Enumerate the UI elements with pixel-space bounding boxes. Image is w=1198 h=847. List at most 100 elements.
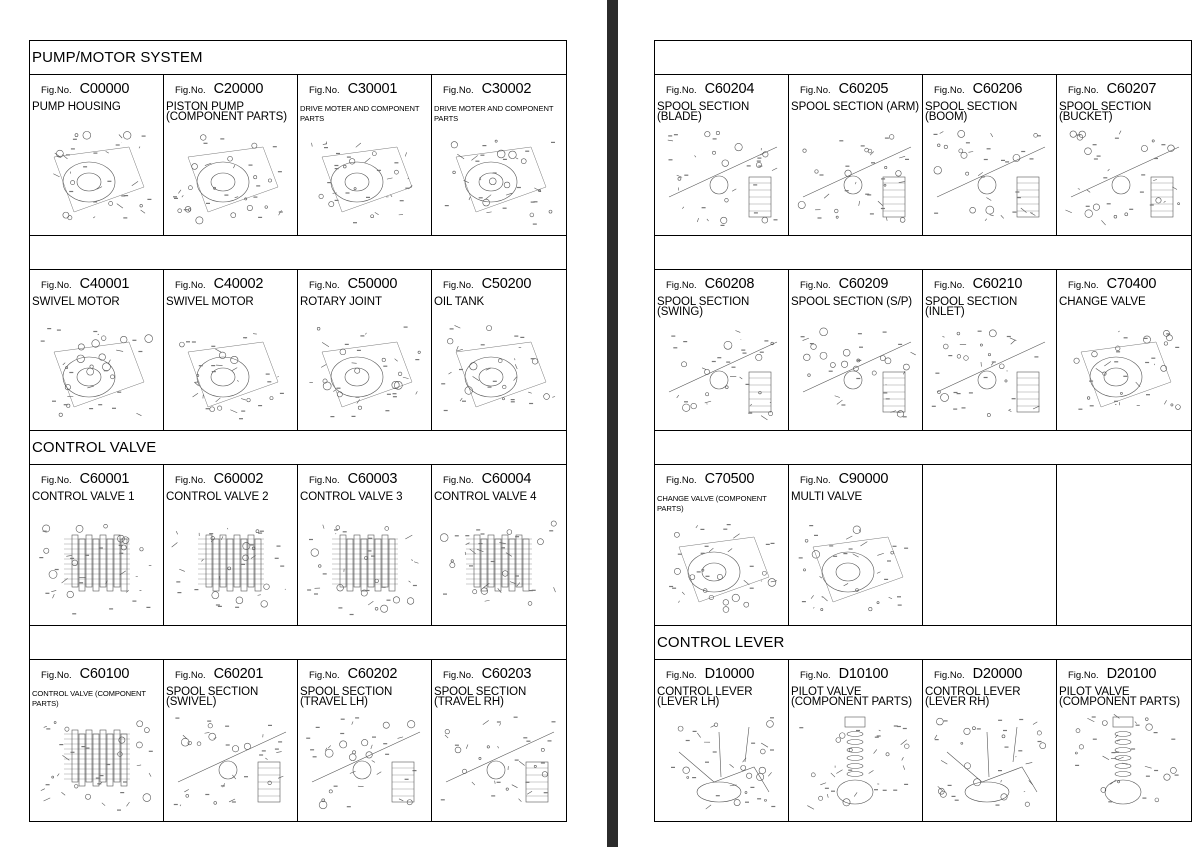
multi-valve-diagram-icon [793,517,919,621]
figure-code: C60004 [481,471,532,487]
figure-code: C30001 [347,81,398,97]
figure-code: C60003 [347,471,398,487]
figure-code: C20000 [213,81,264,97]
figure-title: SPOOL SECTION (TRAVEL RH) [434,686,527,708]
figure-number-label: Fig.No. [309,85,340,96]
figure-code: C60001 [79,471,130,487]
figure-title: MULTI VALVE [791,491,863,503]
drive-motor-diagram-icon [302,127,428,231]
figure-code: C60210 [972,276,1023,292]
figure-number-label: Fig.No. [1068,670,1099,681]
spool-section-diagram-icon [793,127,919,231]
figure-title: PILOT VALVE (COMPONENT PARTS) [791,686,912,708]
pilot-valve-diagram-icon [793,712,919,816]
section-band [655,236,1191,270]
figure-title: CONTROL LEVER (LEVER LH) [657,686,753,708]
figure-number-line: Fig.No.C60002 [175,470,263,488]
figure-code: C60204 [704,81,755,97]
figure-number-label: Fig.No. [443,670,474,681]
figure-title: DRIVE MOTER AND COMPONENT PARTS [434,104,554,123]
figure-title: CONTROL VALVE 1 [32,491,135,503]
section-title: CONTROL LEVER [657,634,785,651]
figure-title: SWIVEL MOTOR [32,296,120,308]
section-band [655,41,1191,75]
figure-number-label: Fig.No. [800,670,831,681]
figure-title: CHANGE VALVE [1059,296,1146,308]
figure-code: C60002 [213,471,264,487]
figure-title: SPOOL SECTION (ARM) [791,101,920,113]
change-valve-parts-diagram-icon [659,517,785,621]
figure-title: CONTROL VALVE (COMPONENT PARTS) [32,689,146,708]
figure-number-line: Fig.No.C00000 [41,80,129,98]
figure-number-label: Fig.No. [666,85,697,96]
figure-number-label: Fig.No. [934,85,965,96]
figure-title: CONTROL VALVE 3 [300,491,403,503]
figure-title: PUMP HOUSING [32,101,121,113]
figure-number-line: Fig.No. D20100 [1068,665,1156,683]
figure-number-label: Fig.No. [309,475,340,486]
figure-number-line: Fig.No.C50200 [443,275,531,293]
figure-title: SPOOL SECTION (SWIVEL) [166,686,259,708]
section-band: CONTROL VALVE [30,431,566,465]
figure-number-line: Fig.No.C60209 [800,275,888,293]
figure-title: SPOOL SECTION (BOOM) [925,101,1018,123]
figure-number-line: Fig.No. C20000 [175,80,263,98]
control-valve-parts-diagram-icon [34,712,160,816]
figure-title: SWIVEL MOTOR [166,296,254,308]
page-gutter [607,0,618,847]
section-title: CONTROL VALVE [32,439,157,456]
figure-number-label: Fig.No. [1068,85,1099,96]
pump-housing-diagram-icon [34,127,160,231]
figure-number-label: Fig.No. [309,670,340,681]
figure-number-label: Fig.No. [175,280,206,291]
figure-code: D20100 [1106,666,1157,682]
figure-number-line: Fig.No. C60003 [309,470,397,488]
figure-title: SPOOL SECTION (BLADE) [657,101,750,123]
figure-number-label: Fig.No. [175,85,206,96]
figure-number-line: Fig.No.C60210 [934,275,1022,293]
figure-code: D10000 [704,666,755,682]
figure-number-line: Fig.No.C60004 [443,470,531,488]
figure-title: SPOOL SECTION (TRAVEL LH) [300,686,393,708]
figure-title: CHANGE VALVE (COMPONENT PARTS) [657,494,767,513]
figure-title: SPOOL SECTION (INLET) [925,296,1018,318]
figure-number-line: Fig.No.C60202 [309,665,397,683]
empty-figure-cell [923,465,1057,625]
figure-number-label: Fig.No. [41,280,72,291]
